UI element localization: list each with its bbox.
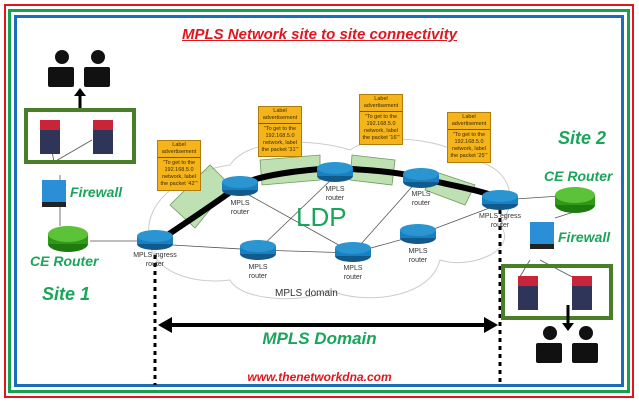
label-advertisement-42: Label advertisement "To get to the 192.1… <box>157 140 201 191</box>
site1-server-group <box>24 108 136 164</box>
router-label-core-3: MPLS router <box>411 191 431 207</box>
site1-label: Site 1 <box>42 284 91 304</box>
label-advertisement-25: Label advertisement "To get to the 192.1… <box>447 112 491 163</box>
site2-server-group <box>501 264 613 320</box>
router-egress <box>482 190 518 210</box>
server-icons <box>40 120 592 310</box>
router-label-core-1: MPLS router <box>230 200 250 216</box>
outer-frame-red <box>4 4 634 398</box>
diagram-title: MPLS Network site to site connectivity <box>181 26 458 43</box>
router-label-egress: MPLS egress router <box>478 213 522 229</box>
outer-frame-green <box>8 9 630 393</box>
site2-label: Site 2 <box>558 128 607 148</box>
mpls-domain-label: MPLS Domain <box>262 329 377 348</box>
router-core-1 <box>222 176 258 196</box>
site2-users-icon <box>536 326 598 363</box>
routers <box>137 162 518 262</box>
router-label-core-6: MPLS router <box>408 248 428 264</box>
outer-frame-blue <box>14 15 624 387</box>
router-core-3 <box>403 168 439 188</box>
site1-firewall-label: Firewall <box>70 184 123 200</box>
router-label-core-2: MPLS router <box>325 186 345 202</box>
router-label-ingress: MPLS ingress router <box>133 252 177 268</box>
router-core-4 <box>240 240 276 260</box>
cloud-label: MPLS domain <box>275 288 338 299</box>
firewall-2-icon <box>530 222 554 249</box>
firewall-1-icon <box>42 180 66 207</box>
router-label-core-4: MPLS router <box>248 264 268 280</box>
router-core-2 <box>317 162 353 182</box>
arrow-down-icon <box>562 323 574 331</box>
site2-firewall-label: Firewall <box>558 229 611 245</box>
site1-users-icon <box>48 50 110 87</box>
router-ingress <box>137 230 173 250</box>
router-core-5 <box>335 242 371 262</box>
site2-ce-router-label: CE Router <box>544 168 613 184</box>
router-label-core-5: MPLS router <box>343 265 363 281</box>
label-advertisement-31: Label advertisement "To get to the 192.1… <box>258 106 302 157</box>
ce-router-1-icon <box>48 226 88 252</box>
ce-router-2-icon <box>555 187 595 213</box>
label-advertisement-16: Label advertisement "To get to the 192.1… <box>359 94 403 145</box>
arrow-up-icon <box>74 88 86 96</box>
site1-ce-router-label: CE Router <box>30 253 99 269</box>
ldp-label: LDP <box>296 202 347 232</box>
footer-url[interactable]: www.thenetworkdna.com <box>247 370 392 384</box>
router-core-6 <box>400 224 436 244</box>
